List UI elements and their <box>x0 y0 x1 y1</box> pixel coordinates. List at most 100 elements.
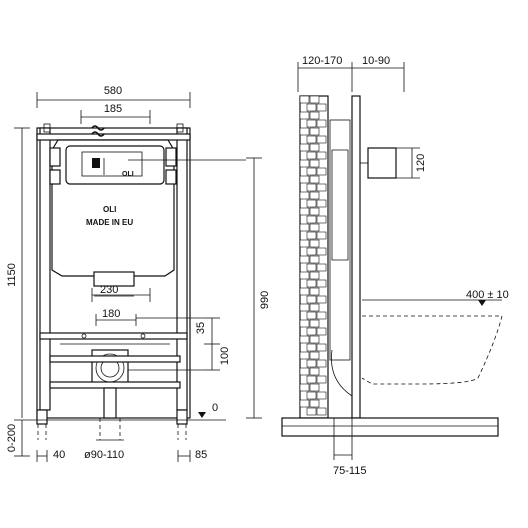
dim-35-label: 35 <box>195 322 207 334</box>
dim-230-label: 230 <box>100 284 118 296</box>
brick <box>309 255 320 264</box>
dim-40-label: 40 <box>53 449 65 461</box>
brick <box>309 175 320 184</box>
brick <box>306 407 317 416</box>
dim-185-label: 185 <box>104 103 122 115</box>
water-inlet-icon <box>91 125 105 131</box>
dim-580-label: 580 <box>104 85 122 97</box>
brick <box>299 287 310 296</box>
brick <box>299 383 310 392</box>
cistern-bracket <box>165 147 177 167</box>
foot-right <box>176 409 188 425</box>
brick <box>306 311 317 320</box>
brick <box>316 327 327 336</box>
brick <box>306 327 317 336</box>
brick <box>316 231 327 240</box>
dim-400-label: 400 ± 10 <box>466 289 509 301</box>
dim-100-label: 100 <box>219 347 231 365</box>
cistern-made-in: MADE IN EU <box>86 218 133 227</box>
brick <box>306 231 317 240</box>
button-brand: OLI <box>122 171 134 178</box>
brick <box>316 391 327 400</box>
dim-85-label: 85 <box>195 449 207 461</box>
brick <box>299 207 310 216</box>
brick <box>306 151 317 160</box>
dim-frame-offset: 10-90 <box>362 55 390 67</box>
brick <box>299 191 310 200</box>
brick <box>309 271 320 280</box>
brick <box>306 263 317 272</box>
bolt-icon <box>140 333 146 339</box>
brick <box>309 111 320 120</box>
floor-level-label: 0 <box>212 402 218 414</box>
frame-top-bar <box>36 133 191 141</box>
brick <box>299 111 310 120</box>
brick <box>306 343 317 352</box>
dim-wall-depth: 120-170 <box>302 55 342 67</box>
front-view: 580 185 OLI OLI MADE IN EU <box>6 85 271 462</box>
lower-bar <box>49 355 181 363</box>
brick <box>309 127 320 136</box>
brick <box>316 215 327 224</box>
brick <box>299 271 310 280</box>
flush-button-left <box>92 158 100 168</box>
brick <box>316 151 327 160</box>
dim-990-label: 990 <box>259 291 271 309</box>
brick <box>306 119 317 128</box>
brick <box>299 303 310 312</box>
dim-drain-label: ø90-110 <box>84 449 124 461</box>
brick <box>316 359 327 368</box>
brick <box>299 255 310 264</box>
brick <box>316 407 327 416</box>
brick <box>306 247 317 256</box>
brick <box>309 239 320 248</box>
brick <box>299 319 310 328</box>
cistern-brand: OLI <box>103 205 116 214</box>
brick <box>309 143 320 152</box>
brick <box>306 375 317 384</box>
side-view: 120-170 10-90 120 400 ± 10 75-115 <box>281 55 509 477</box>
brick <box>299 335 310 344</box>
brick <box>316 279 327 288</box>
brick <box>309 191 320 200</box>
height-marker-icon <box>478 300 486 306</box>
brick <box>309 223 320 232</box>
brick <box>316 311 327 320</box>
dim-foot-label: 0-200 <box>6 424 18 452</box>
brick <box>309 95 320 104</box>
frame-clip <box>176 123 184 133</box>
floor-slab <box>281 417 499 437</box>
cistern-side <box>331 149 349 261</box>
bowl-outline <box>361 315 503 385</box>
button-recess <box>65 145 165 185</box>
dim-1150-label: 1150 <box>6 263 18 287</box>
brick <box>309 287 320 296</box>
floor-marker-icon <box>198 412 206 418</box>
brick <box>316 295 327 304</box>
front-panel <box>351 95 361 419</box>
frame-left-post <box>39 127 51 411</box>
brick <box>299 399 310 408</box>
brick <box>316 103 327 112</box>
brick <box>316 343 327 352</box>
frame-right-post <box>176 127 188 411</box>
drain-stub <box>103 387 117 419</box>
brick <box>299 367 310 376</box>
side-frame <box>329 119 351 361</box>
brick <box>309 351 320 360</box>
brick <box>306 167 317 176</box>
brick <box>299 127 310 136</box>
brick <box>316 167 327 176</box>
drain-connector <box>91 349 129 387</box>
brick <box>309 207 320 216</box>
inlet-fitting <box>367 147 397 179</box>
dim-180-label: 180 <box>102 308 120 320</box>
brick <box>306 295 317 304</box>
dim-floor-label: 75-115 <box>333 465 366 477</box>
brick <box>316 247 327 256</box>
bolt-bar <box>39 332 188 340</box>
brick <box>309 303 320 312</box>
brick <box>299 95 310 104</box>
brick <box>306 391 317 400</box>
bolt-icon <box>81 333 87 339</box>
